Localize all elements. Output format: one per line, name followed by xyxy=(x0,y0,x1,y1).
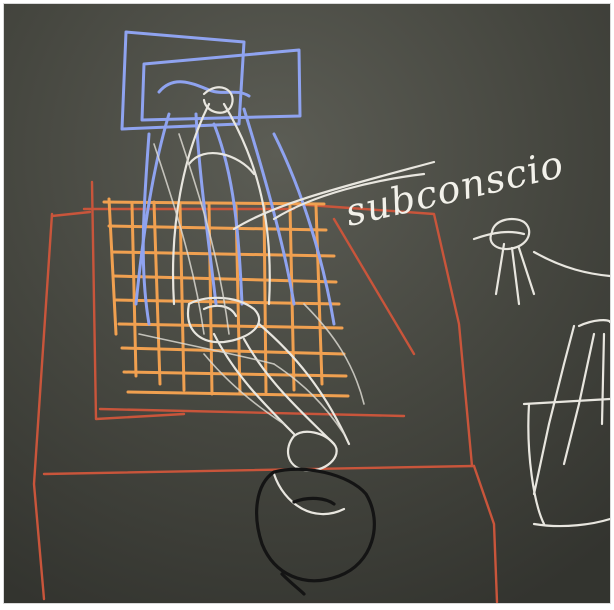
photo-frame: subconscio xyxy=(3,3,611,604)
chalkboard-drawing: subconscio xyxy=(4,4,610,603)
